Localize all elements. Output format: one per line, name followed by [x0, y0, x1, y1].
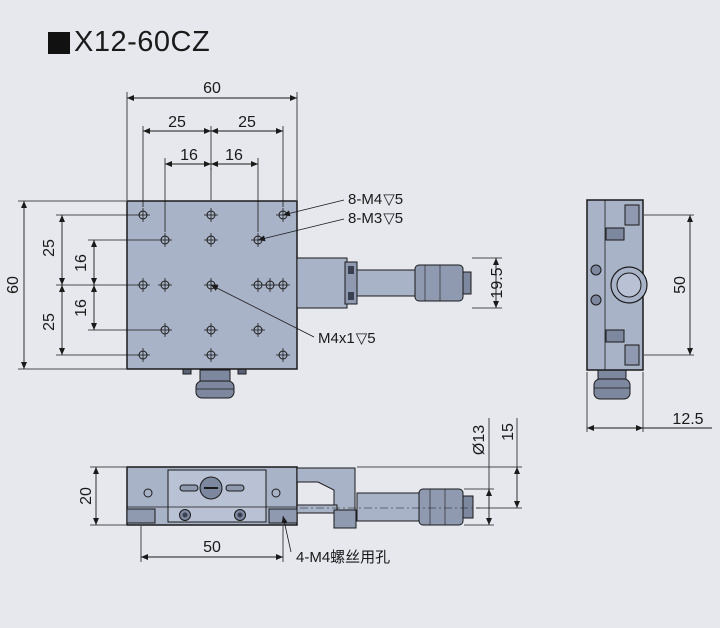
dim-left-25-top: 25 — [41, 239, 58, 257]
top-view: 60 25 25 16 16 60 25 25 16 16 — [5, 80, 506, 399]
dim-side-50: 50 — [672, 276, 689, 294]
dim-left-60: 60 — [5, 276, 22, 294]
dim-left-16-top: 16 — [73, 254, 90, 272]
page-title: X12-60CZ — [48, 26, 210, 59]
dim-top-16-right: 16 — [225, 147, 243, 164]
dim-front-20: 20 — [78, 487, 95, 505]
title-square-icon — [48, 31, 70, 54]
dim-front-d13: Ø13 — [471, 425, 488, 455]
dim-side-12-5: 12.5 — [672, 411, 703, 428]
dim-top-16-left: 16 — [180, 147, 198, 164]
dim-top-25-left: 25 — [168, 114, 186, 131]
dim-top-60: 60 — [203, 80, 221, 97]
callout-8-m4: 8-M4▽5 — [348, 191, 403, 208]
dim-front-15: 15 — [500, 423, 517, 441]
title-text: X12-60CZ — [74, 26, 211, 58]
callout-8-m3: 8-M3▽5 — [348, 210, 403, 227]
callout-m4x1: M4x1▽5 — [318, 330, 376, 347]
dim-right-19-5: 19.5 — [489, 267, 506, 298]
dim-left-16-bottom: 16 — [73, 299, 90, 317]
dim-left-25-bottom: 25 — [41, 313, 58, 331]
front-view: 20 50 4-M4螺丝用孔 Ø13 15 — [78, 418, 522, 566]
dim-top-25-right: 25 — [238, 114, 256, 131]
dim-front-50: 50 — [203, 539, 221, 556]
callout-mount-holes: 4-M4螺丝用孔 — [296, 549, 390, 566]
side-view: 50 12.5 — [586, 199, 712, 432]
